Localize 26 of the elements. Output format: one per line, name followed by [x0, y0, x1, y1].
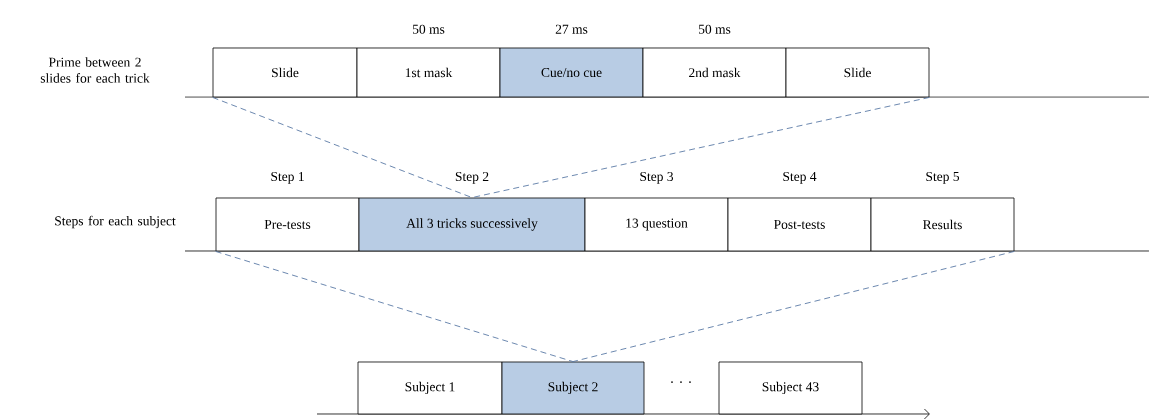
step-label: Step 3 [640, 172, 674, 184]
process-box: 13 question [584, 197, 729, 252]
process-box: Pre-tests [215, 197, 360, 252]
row-label: Steps for each subject [55, 215, 176, 229]
zoom-line [572, 250, 1015, 363]
step-label: Step 1 [271, 172, 304, 184]
process-box: Subject 1 [357, 361, 503, 415]
process-box: All 3 tricks successively [358, 197, 586, 252]
process-box: Results [870, 197, 1015, 252]
row-label: Prime between 2 slides for each trick [40, 57, 150, 83]
duration-label: 50 ms [698, 24, 731, 34]
duration-label: 27 ms [555, 24, 588, 34]
step-label: Step 4 [783, 172, 817, 184]
process-box: Slide [785, 47, 930, 98]
process-box: Subject 2 [501, 361, 645, 415]
process-box: 1st mask [356, 47, 501, 98]
process-box: 2nd mask [642, 47, 787, 98]
step-label: Step 2 [455, 172, 489, 184]
process-box: Post-tests [727, 197, 872, 252]
duration-label: 50 ms [413, 24, 445, 34]
zoom-line [215, 250, 574, 363]
process-box: Subject 43 [718, 361, 863, 415]
process-box: Slide [212, 47, 358, 98]
step-label: Step 5 [926, 172, 960, 184]
ellipsis: · · · [671, 381, 691, 383]
process-box: Cue/no cue [499, 47, 644, 98]
